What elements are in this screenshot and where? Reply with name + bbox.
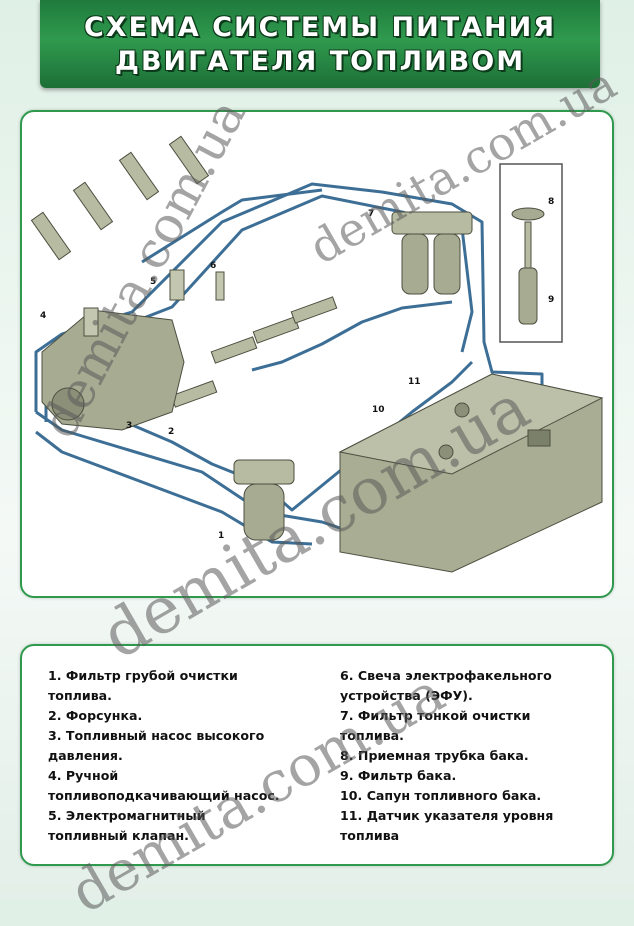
legend-item: 8. Приемная трубка бака. — [340, 748, 529, 763]
fuel-line-lower — [35, 410, 353, 534]
injector-f — [252, 316, 300, 344]
injectors-top — [30, 135, 210, 261]
injector-d — [168, 135, 210, 185]
fine-filter-bowl-2 — [433, 233, 461, 295]
fine-filter-bowl-1 — [401, 233, 429, 295]
callout-11: 11 — [408, 377, 421, 387]
callout-9: 9 — [548, 295, 554, 305]
callout-7: 7 — [368, 209, 374, 219]
legend-item: 11. Датчик указателя уровня — [340, 808, 554, 823]
legend-panel: 1. Фильтр грубой очистки топлива. 2. Фор… — [20, 644, 614, 866]
tank-cap — [527, 429, 551, 447]
fuel-line-main — [34, 182, 544, 412]
title-banner: СХЕМА СИСТЕМЫ ПИТАНИЯ ДВИГАТЕЛЯ ТОПЛИВОМ — [40, 0, 600, 88]
solenoid-valve — [169, 269, 185, 301]
legend-item: топливоподкачивающий насос. — [48, 788, 280, 803]
title-line-2: ДВИГАТЕЛЯ ТОПЛИВОМ — [114, 46, 526, 77]
injector-g — [290, 296, 338, 324]
injector-a — [30, 211, 72, 261]
pump-gear — [51, 387, 85, 421]
callout-10: 10 — [372, 405, 385, 415]
tank-filter — [518, 267, 538, 325]
fuel-line-tank — [251, 300, 453, 372]
callouts: 1 2 3 4 5 6 7 8 9 10 11 — [40, 197, 554, 541]
legend-item: 2. Форсунка. — [48, 708, 143, 723]
fine-filter — [391, 211, 473, 295]
tank-breather — [438, 444, 454, 460]
fuel-line-upper — [141, 188, 323, 264]
legend-item: 5. Электромагнитный — [48, 808, 206, 823]
callout-8: 8 — [548, 197, 554, 207]
intake-flange — [511, 207, 545, 221]
callout-2: 2 — [168, 427, 174, 437]
diagram-panel: 1 2 3 4 5 6 7 8 9 10 11 — [20, 110, 614, 598]
injector-c — [118, 151, 160, 201]
injectors-middle — [170, 296, 338, 408]
glow-plug — [215, 271, 225, 301]
injector-e — [210, 336, 258, 364]
legend-item: давления. — [48, 748, 123, 763]
legend-item: топлива. — [340, 728, 404, 743]
fuel-line-bottom — [35, 430, 313, 546]
legend-item: 10. Сапун топливного бака. — [340, 788, 542, 803]
legend-item: 7. Фильтр тонкой очистки — [340, 708, 531, 723]
high-pressure-pump — [41, 307, 185, 431]
legend-item: 4. Ручной — [48, 768, 119, 783]
level-sensor — [454, 402, 470, 418]
intake-tube — [524, 221, 532, 269]
legend-item: 3. Топливный насос высокого — [48, 728, 265, 743]
legend-item: топлива. — [48, 688, 112, 703]
injector-b — [72, 181, 114, 231]
tank-intake-inset — [499, 163, 563, 343]
legend-column-left: 1. Фильтр грубой очистки топлива. 2. Фор… — [48, 666, 318, 846]
legend-item: устройства (ЭФУ). — [340, 688, 473, 703]
coarse-filter-head — [233, 459, 295, 485]
hand-pump — [83, 307, 99, 337]
fuel-tank — [338, 373, 604, 573]
callout-1: 1 — [218, 531, 224, 541]
legend-item: топлива — [340, 828, 400, 843]
legend-item: 9. Фильтр бака. — [340, 768, 457, 783]
legend-item: 1. Фильтр грубой очистки — [48, 668, 238, 683]
legend-column-right: 6. Свеча электрофакельного устройства (Э… — [340, 666, 610, 846]
legend-item: 6. Свеча электрофакельного — [340, 668, 552, 683]
tank-top — [338, 373, 604, 475]
fuel-system-diagram: 1 2 3 4 5 6 7 8 9 10 11 — [30, 135, 604, 573]
coarse-filter — [233, 459, 295, 541]
callout-3: 3 — [126, 421, 132, 431]
callout-6: 6 — [210, 261, 216, 271]
fine-filter-head — [391, 211, 473, 235]
callout-4: 4 — [40, 311, 46, 321]
legend-item: топливный клапан. — [48, 828, 189, 843]
coarse-filter-bowl — [243, 483, 285, 541]
title-line-1: СХЕМА СИСТЕМЫ ПИТАНИЯ — [83, 12, 557, 43]
callout-5: 5 — [150, 277, 156, 287]
